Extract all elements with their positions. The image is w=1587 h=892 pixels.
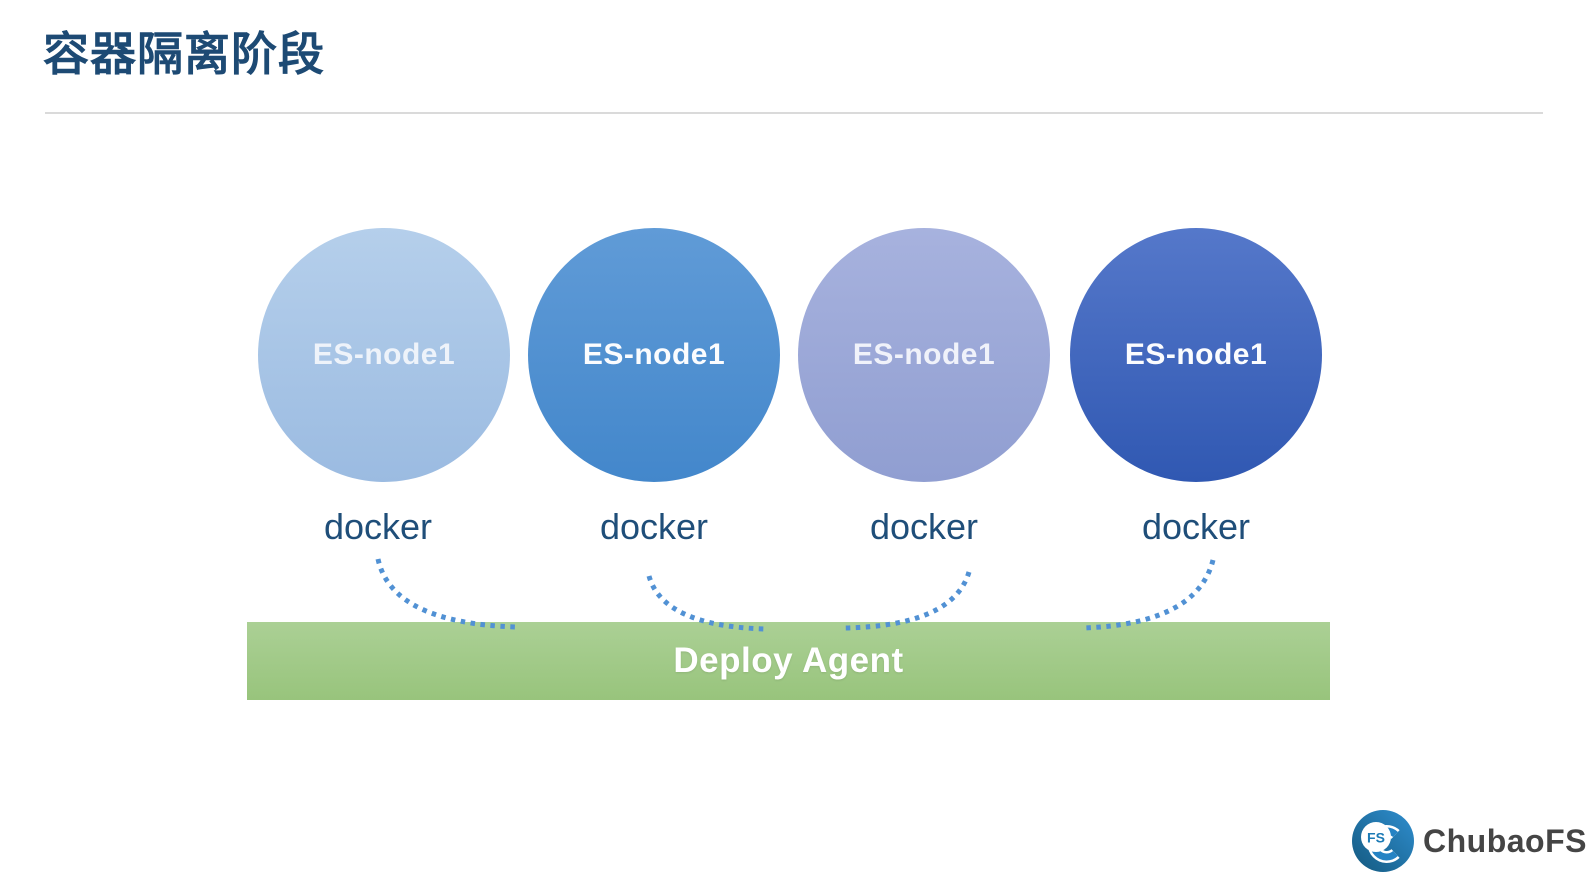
dotted-connector-3 (843, 571, 972, 631)
title-divider (45, 112, 1543, 114)
es-node-circle-1: ES-node1 (258, 228, 510, 482)
docker-label-1: docker (323, 506, 433, 547)
es-node-label: ES-node1 (852, 338, 996, 371)
es-node-circle-3: ES-node1 (798, 228, 1050, 482)
es-node-circle-4: ES-node1 (1070, 228, 1322, 482)
dotted-connector-4 (1082, 559, 1216, 631)
es-node-circle-2: ES-node1 (528, 228, 780, 482)
deploy-agent-bar: Deploy Agent (247, 622, 1330, 700)
es-node-label: ES-node1 (312, 338, 456, 371)
brand-footer: FS ChubaoFS (1350, 806, 1587, 876)
dotted-connector-1 (375, 558, 517, 630)
brand-name: ChubaoFS (1423, 822, 1587, 859)
docker-label-2: docker (599, 506, 709, 547)
logo-monogram: FS (1367, 830, 1385, 846)
docker-label-3: docker (869, 506, 979, 547)
slide-title: 容器隔离阶段 (43, 28, 325, 80)
deploy-agent-label: Deploy Agent (673, 641, 904, 680)
es-node-label: ES-node1 (582, 338, 726, 371)
es-node-label: ES-node1 (1124, 338, 1268, 371)
docker-label-4: docker (1141, 506, 1251, 547)
chubaofs-logo-icon: FS (1352, 810, 1414, 872)
